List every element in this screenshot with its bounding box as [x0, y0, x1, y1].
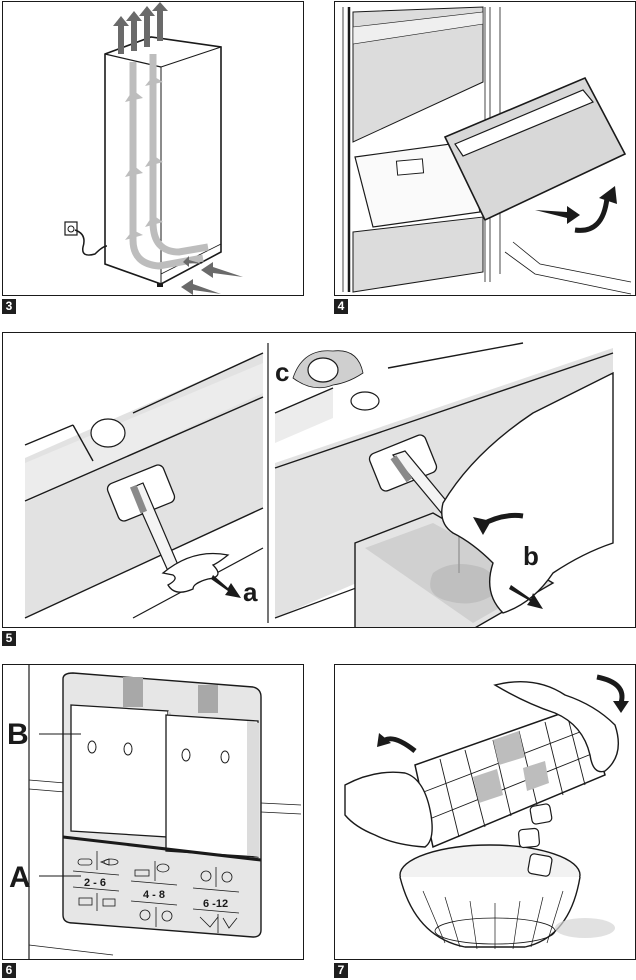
twist-arrow-right [597, 677, 622, 703]
months-frozen-fish: 2 - 6 [84, 877, 106, 889]
left-hand [345, 772, 432, 847]
intake-arrows [181, 256, 243, 295]
callout-B: B [7, 718, 29, 751]
figure-number-5: 5 [2, 631, 16, 646]
bowl-body [400, 877, 580, 947]
drain-plug-cap [91, 419, 125, 447]
water-pool [430, 564, 496, 603]
callout-a: a [243, 577, 258, 607]
wall-socket [65, 222, 77, 235]
figure-number-6: 6 [2, 963, 16, 978]
figure-7-panel [334, 664, 636, 960]
figure-number-7: 7 [334, 963, 348, 978]
left-scene: a [25, 353, 263, 618]
callout-A: A [9, 861, 31, 894]
months-frozen-meat: 6 -12 [203, 898, 228, 910]
flap-right [166, 715, 258, 857]
power-cable [75, 230, 107, 255]
ice-cube [530, 803, 553, 824]
drawer-removal-illustration [335, 2, 636, 296]
figure-5-panel: a c b [2, 332, 636, 628]
drain-hole [351, 392, 379, 410]
defrost-drain-illustration: a c b [3, 333, 636, 628]
right-scene: c b [275, 343, 613, 628]
figure-6-panel: 2 - 6 4 - 8 6 -12 B A [2, 664, 304, 960]
ice-tray-illustration [335, 665, 636, 960]
figure-number-4: 4 [334, 299, 348, 314]
figure-number-3: 3 [2, 299, 16, 314]
ice-cube [527, 853, 552, 877]
figure-4-panel [334, 1, 636, 296]
fridge-airflow-illustration [3, 2, 304, 296]
callout-b: b [523, 541, 539, 571]
twist-arrow-left [385, 739, 415, 751]
freezer-chart-illustration: 2 - 6 4 - 8 6 -12 B A [3, 665, 304, 960]
lift-arrow [575, 198, 607, 230]
callout-c: c [275, 357, 289, 387]
pull-arrow [535, 206, 580, 224]
ice-cube [518, 828, 539, 848]
drain-plug-cap-removed [308, 358, 338, 382]
flap-left [71, 705, 168, 837]
figure-3-panel [2, 1, 304, 296]
months-frozen-prepared: 4 - 8 [143, 889, 165, 901]
arrow-a [211, 575, 241, 598]
